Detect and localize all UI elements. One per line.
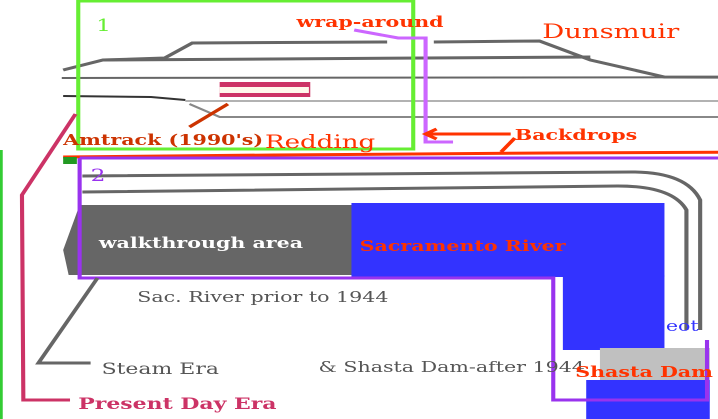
amtrack-pointer — [188, 102, 230, 129]
dunsmuir-label: Dunsmuir — [542, 20, 680, 43]
marker — [63, 157, 77, 164]
zone-1-box — [76, 0, 416, 151]
wrap-around-label: wrap-around — [295, 14, 444, 31]
shasta-after-label: & Shasta Dam-after 1944 — [319, 359, 585, 376]
shasta-dam-label: Shasta Dam — [575, 364, 713, 381]
wrap-around-line — [353, 28, 454, 144]
backdrops-label: Backdrops — [515, 127, 637, 144]
sacramento-river — [351, 203, 665, 277]
steam-era-label: Steam Era — [102, 359, 219, 378]
shasta-dam-block — [599, 348, 710, 380]
river-bend — [562, 275, 665, 350]
sacramento-river-label: Sacramento River — [360, 238, 567, 255]
walkthrough-label: walkthrough area — [98, 235, 304, 252]
eot-label: eot — [666, 318, 700, 335]
walkthrough-area — [80, 205, 353, 275]
lower-tracks — [82, 170, 703, 330]
present-day-leader — [19, 113, 78, 402]
redding-label: Redding — [265, 131, 375, 153]
zone-2-box — [77, 158, 710, 402]
upper-tracks — [61, 39, 718, 118]
amtrack-label: Amtrack (1990's) — [62, 132, 263, 149]
steam-era-leader — [35, 277, 100, 365]
platform-inner — [219, 87, 309, 93]
zone-1-label: 1 — [96, 15, 111, 35]
present-day-era-label: Present Day Era — [78, 394, 276, 413]
zone-2-label: 2 — [91, 165, 106, 185]
backdrop-line — [63, 150, 718, 159]
backdrops-arrow-2 — [499, 137, 517, 153]
arrowhead — [421, 127, 438, 141]
sac-river-prior-label: Sac. River prior to 1944 — [137, 289, 388, 306]
